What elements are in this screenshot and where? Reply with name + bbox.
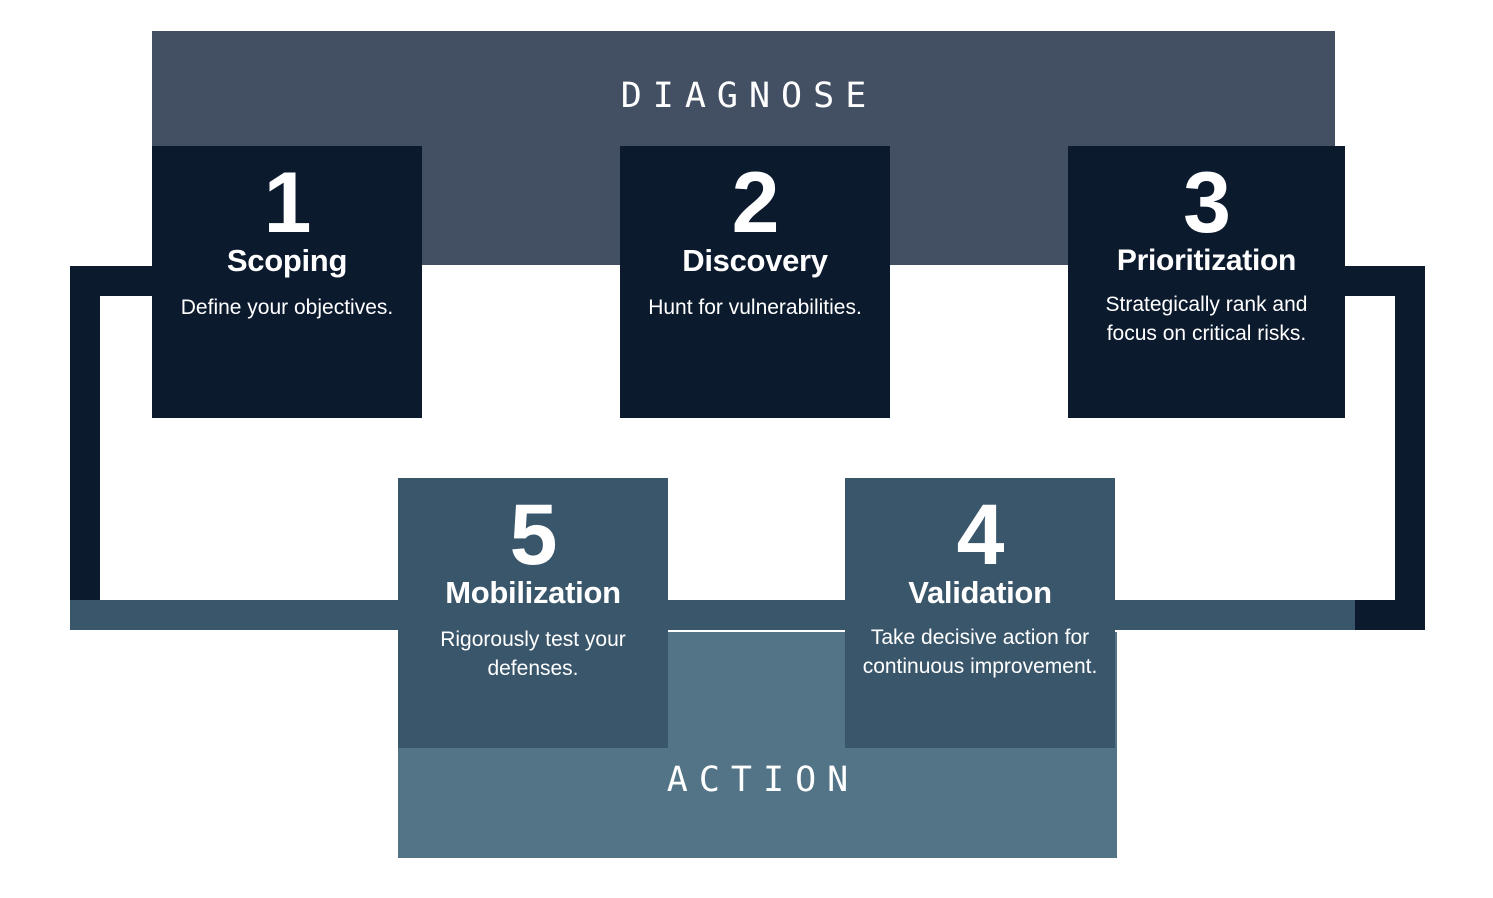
step-card-1[interactable]: 1 Scoping Define your objectives.	[152, 146, 422, 418]
step-number-4: 4	[956, 487, 1005, 583]
phase-label-diagnose: DIAGNOSE	[620, 76, 878, 116]
step-description-5: Rigorously test your defenses.	[440, 627, 626, 680]
frame-left-bar	[70, 266, 100, 630]
step-title-2: Discovery	[682, 242, 828, 278]
step-title-5: Mobilization	[445, 574, 621, 610]
step-number-3: 3	[1183, 155, 1231, 251]
connector-crossbar	[70, 600, 1355, 630]
step-card-4[interactable]: 4 Validation Take decisive action for co…	[845, 478, 1115, 748]
step-number-2: 2	[731, 155, 780, 251]
step-title-1: Scoping	[226, 242, 348, 278]
step-card-2[interactable]: 2 Discovery Hunt for vulnerabilities.	[620, 146, 890, 418]
frame-right-bar	[1395, 266, 1425, 630]
step-card-5[interactable]: 5 Mobilization Rigorously test your defe…	[398, 478, 668, 748]
step-title-4: Validation	[908, 574, 1052, 610]
step-title-3: Prioritization	[1116, 243, 1297, 277]
step-description-1: Define your objectives.	[180, 295, 394, 319]
step-card-3[interactable]: 3 Prioritization Strategically rank and …	[1068, 146, 1345, 418]
step-description-3: Strategically rank and focus on critical…	[1105, 292, 1308, 345]
step-number-1: 1	[263, 155, 312, 251]
step-description-2: Hunt for vulnerabilities.	[648, 295, 862, 319]
step-description-4: Take decisive action for continuous impr…	[862, 625, 1098, 678]
phase-label-action: ACTION	[666, 760, 860, 800]
step-number-5: 5	[509, 487, 558, 583]
